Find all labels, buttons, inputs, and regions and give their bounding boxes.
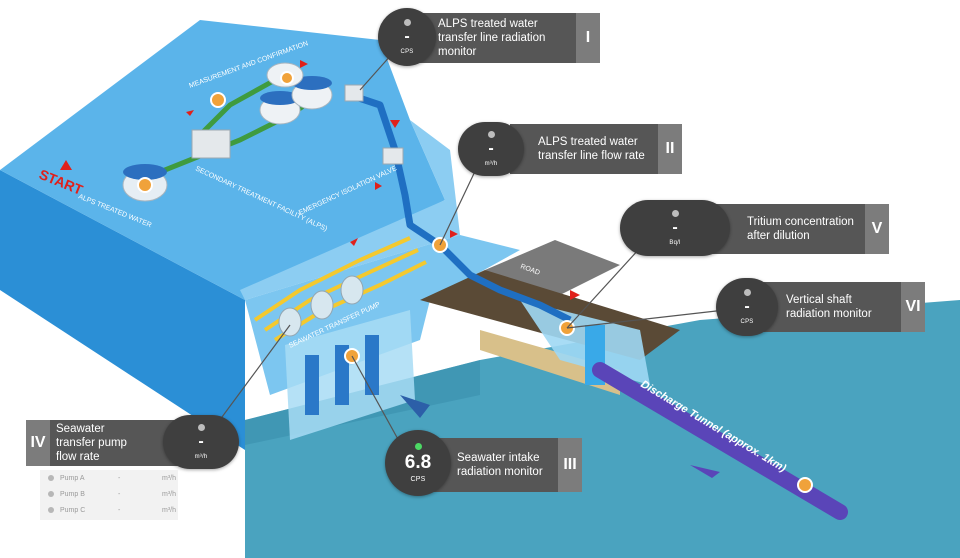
- sensor-marker: [137, 177, 153, 193]
- pump-value: -: [118, 474, 121, 482]
- seawater-pump-3: [340, 275, 364, 305]
- monitor-vi-value: -: [744, 298, 750, 315]
- monitor-i-value: -: [404, 28, 410, 45]
- pump-name: Pump C: [60, 506, 86, 514]
- red-arrow: [570, 290, 580, 300]
- monitor-ii-gauge: - m³/h: [458, 122, 524, 176]
- red-arrow: [186, 110, 194, 116]
- monitor-v-unit: Bq/l: [669, 240, 681, 246]
- pit-wall-a: [305, 355, 319, 415]
- monitor-i-number: I: [576, 13, 600, 63]
- monitor-iii-label-box: Seawater intake radiation monitor III: [425, 438, 582, 492]
- red-arrow: [390, 120, 400, 128]
- status-dot-icon: [403, 19, 411, 26]
- measurement-tank-1-top: [260, 91, 300, 105]
- monitor-v-gauge: - Bq/l: [620, 200, 730, 256]
- sensor-marker: [210, 92, 226, 108]
- monitor-i-unit: CPS: [400, 49, 414, 55]
- monitor-vi-gauge: - CPS: [716, 278, 778, 336]
- monitor-ii-number: II: [658, 124, 682, 174]
- pump-unit: m³/h: [162, 506, 176, 514]
- pump-flow-list: Pump A - m³/h Pump B - m³/h Pump C - m³/…: [40, 470, 178, 520]
- land-front-face: [0, 170, 245, 450]
- green-pipe-2: [198, 77, 277, 137]
- monitor-ii-label-box: ALPS treated water transfer line flow ra…: [510, 124, 682, 174]
- leader-line-ii: [439, 164, 479, 246]
- monitor-iv-gauge: - m³/h: [163, 415, 239, 469]
- monitor-i-label-box: ALPS treated water transfer line radiati…: [410, 13, 600, 63]
- transfer-pipe: [348, 91, 572, 324]
- pit-wall-c: [365, 335, 379, 395]
- monitor-iii-label: Seawater intake radiation monitor: [457, 452, 543, 478]
- alps-tank-top: [123, 164, 167, 180]
- pump-value: -: [118, 490, 121, 498]
- status-dot-icon: [48, 491, 54, 497]
- red-arrow: [60, 160, 72, 170]
- valve-house-2: [382, 147, 404, 165]
- monitor-iii-number: III: [558, 438, 582, 492]
- status-dot-icon: [197, 424, 205, 431]
- monitor-i-gauge: - CPS: [378, 8, 436, 66]
- monitor-iv-label-box: IV Seawater transfer pump flow rate: [26, 420, 186, 466]
- monitor-v-label: Tritium concentration after dilution: [747, 216, 854, 242]
- leader-line-vi: [566, 309, 726, 329]
- red-arrow: [375, 182, 382, 190]
- valve-house-1: [344, 84, 364, 102]
- status-dot-icon: [414, 443, 422, 450]
- flow-arrow-out: [690, 465, 720, 478]
- monitor-iii-unit: CPS: [410, 476, 426, 483]
- monitor-vi-label: Vertical shaft radiation monitor: [786, 294, 872, 320]
- monitor-v-value: -: [672, 219, 678, 236]
- monitor-vi-label-box: Vertical shaft radiation monitor VI: [760, 282, 925, 332]
- monitor-iv-unit: m³/h: [194, 454, 208, 460]
- monitor-v-number: V: [865, 204, 889, 254]
- status-dot-icon: [743, 289, 751, 296]
- pump-name: Pump B: [60, 490, 85, 498]
- status-dot-icon: [671, 210, 679, 217]
- monitor-iv-label: Seawater transfer pump flow rate: [56, 423, 127, 463]
- flow-arrow-in: [400, 395, 430, 418]
- seawater-pump-1: [278, 307, 302, 337]
- red-arrow: [450, 230, 458, 238]
- monitor-ii-unit: m³/h: [484, 161, 498, 167]
- monitor-iii-value: 6.8: [404, 452, 432, 473]
- seawater-pump-2: [310, 290, 334, 320]
- pump-name: Pump A: [60, 474, 85, 482]
- list-item: Pump B - m³/h: [40, 486, 178, 502]
- red-arrow: [300, 60, 308, 68]
- pump-unit: m³/h: [162, 490, 176, 498]
- leader-line-v: [566, 247, 641, 329]
- monitor-vi-number: VI: [901, 282, 925, 332]
- upper-plateau: [0, 20, 445, 300]
- status-dot-icon: [48, 507, 54, 513]
- monitor-ii-label: ALPS treated water transfer line flow ra…: [538, 136, 645, 162]
- sensor-marker: [280, 71, 294, 85]
- pump-unit: m³/h: [162, 474, 176, 482]
- pump-value: -: [118, 506, 121, 514]
- monitor-vi-unit: CPS: [740, 319, 754, 325]
- monitor-i-label: ALPS treated water transfer line radiati…: [438, 18, 546, 58]
- alps-building: [191, 129, 231, 159]
- monitor-ii-value: -: [488, 140, 494, 157]
- sensor-marker: [797, 477, 813, 493]
- monitor-iii-gauge: 6.8 CPS: [385, 430, 451, 496]
- monitor-iv-number: IV: [26, 420, 50, 466]
- list-item: Pump A - m³/h: [40, 470, 178, 486]
- status-dot-icon: [48, 475, 54, 481]
- list-item: Pump C - m³/h: [40, 502, 178, 518]
- red-arrow: [350, 238, 358, 246]
- status-dot-icon: [487, 131, 495, 138]
- yellow-pipe-a: [253, 236, 411, 322]
- monitor-iv-value: -: [198, 433, 204, 450]
